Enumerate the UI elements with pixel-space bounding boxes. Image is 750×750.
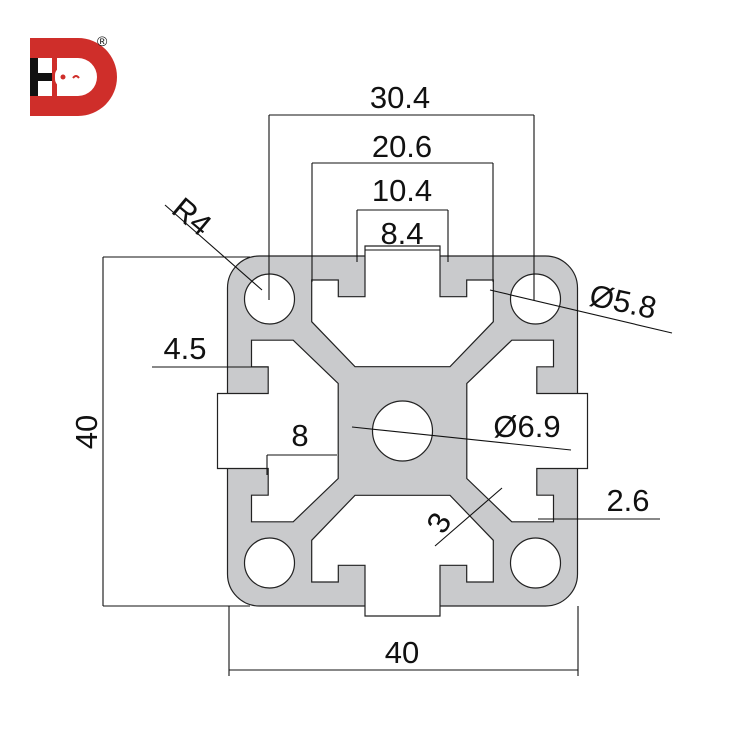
corner-hole-tr <box>509 273 562 325</box>
aluminum-profile <box>216 245 589 617</box>
t-slot-cavity-right <box>466 339 589 523</box>
t-slot-cavity-top <box>311 245 494 368</box>
label-d6-9: Ø6.9 <box>493 409 560 444</box>
brand-logo: ® <box>30 33 117 116</box>
label-2-6: 2.6 <box>606 483 649 518</box>
label-8-4: 8.4 <box>380 216 423 251</box>
dimension-lines <box>102 114 673 676</box>
label-8: 8 <box>291 418 308 453</box>
dim-10-4-line <box>356 209 449 262</box>
corner-hole-bl <box>243 537 296 589</box>
logo-d-shape <box>30 38 117 116</box>
label-30-4: 30.4 <box>370 80 430 115</box>
dim-40-width-line <box>228 606 579 676</box>
dim-20-6-line <box>311 162 494 282</box>
label-40-width: 40 <box>385 635 419 670</box>
label-20-6: 20.6 <box>372 129 432 164</box>
label-d5-8: Ø5.8 <box>587 278 660 326</box>
dim-d5-8-line <box>489 289 673 334</box>
dim-30-4-line <box>268 114 535 300</box>
logo-h-cross <box>30 73 52 81</box>
t-slot-cavity-left <box>216 339 339 523</box>
dim-40-height-line <box>102 256 250 607</box>
dim-3-line <box>434 487 503 547</box>
corner-hole-br <box>509 537 562 589</box>
t-slot-cavity-bottom <box>311 494 494 617</box>
label-4-5: 4.5 <box>163 331 206 366</box>
dim-d6-9-line <box>351 426 572 451</box>
registered-mark: ® <box>97 33 108 49</box>
dim-r4-leader <box>164 204 263 291</box>
robot-face-icon <box>55 61 85 87</box>
center-hole <box>371 400 434 462</box>
label-10-4: 10.4 <box>372 173 432 208</box>
dim-8-line <box>266 454 337 475</box>
logo-h-right <box>52 58 57 96</box>
label-40-height: 40 <box>69 415 104 449</box>
label-r4: R4 <box>166 191 219 243</box>
